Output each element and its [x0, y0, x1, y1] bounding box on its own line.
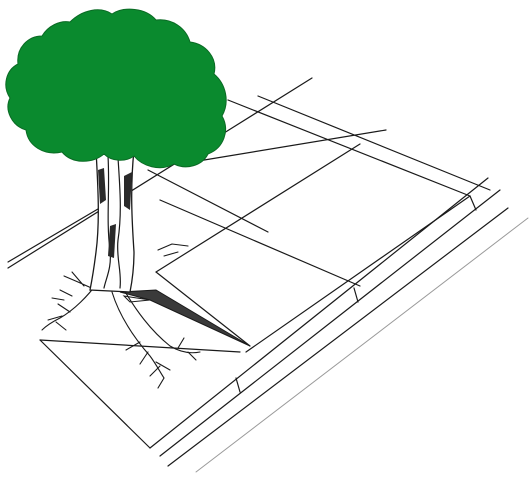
slab-joint-3 — [147, 169, 269, 233]
curb-joint-2 — [353, 287, 359, 303]
trunk-shadow-3 — [108, 224, 116, 258]
tree-trunk — [89, 149, 135, 293]
tree-canopy — [5, 8, 227, 169]
root-main-down — [111, 291, 165, 379]
tree-roots — [41, 243, 201, 389]
slab-long-joint-2 — [155, 143, 361, 273]
trunk-outline — [89, 149, 135, 293]
slab-long-joint-1 — [179, 129, 387, 165]
trunk-bark-2 — [116, 157, 122, 289]
root-branch-5 — [149, 365, 165, 389]
sidewalk-back-edge — [7, 77, 313, 269]
root-branch-1 — [47, 303, 71, 331]
curb-joint-1 — [235, 377, 241, 393]
root-surface-right — [157, 243, 189, 257]
slab-joint-2 — [159, 199, 361, 287]
sidewalk — [7, 77, 529, 473]
raised-slab — [119, 271, 251, 347]
curb-joint-3 — [469, 195, 477, 211]
planting-strip-front-edge — [39, 339, 241, 353]
root-branch-2 — [125, 341, 171, 371]
root-main-right — [123, 289, 201, 354]
curb-top-edge — [149, 177, 489, 449]
trunk-shadow-1 — [98, 168, 106, 204]
trunk-shadow-2 — [124, 172, 132, 210]
planting-strip-left-edge — [39, 339, 151, 449]
gutter-line — [195, 217, 529, 473]
curb-face-edge — [159, 189, 501, 457]
curb-bottom-edge — [167, 207, 509, 467]
raised-slab-shadow — [119, 289, 251, 347]
root-branch-3 — [177, 337, 197, 361]
slab-joint-1 — [257, 95, 491, 191]
canopy-foliage — [5, 8, 227, 169]
root-main-left — [41, 281, 99, 331]
raised-slab-edge — [155, 271, 251, 347]
slab-joint-4 — [227, 99, 471, 197]
root-surface-left — [51, 289, 73, 301]
